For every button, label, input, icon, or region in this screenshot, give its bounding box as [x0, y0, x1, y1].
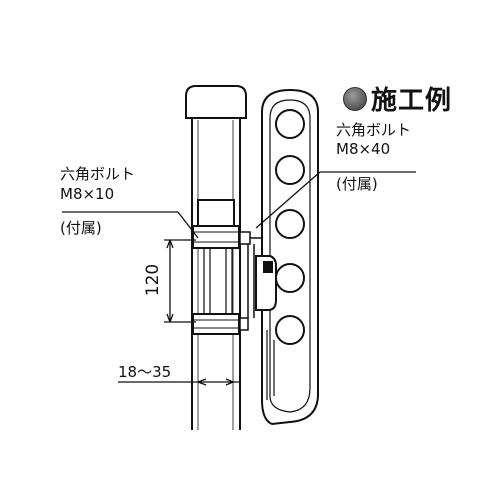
dimension-120-label: 120 — [143, 263, 163, 297]
dimension-range-label: 18～35 — [118, 363, 172, 381]
bracket-plate — [203, 244, 255, 318]
pole — [185, 85, 247, 430]
bolt-left-label-line1: 六角ボルト — [60, 165, 136, 183]
leader-bolt-top — [255, 171, 321, 229]
bolt-top-label-line1: 六角ボルト — [336, 121, 412, 139]
bolt-top-label-line3: (付属) — [336, 175, 378, 193]
clamp-lower — [192, 313, 249, 335]
dimension-120 — [164, 239, 196, 323]
dimension-18-35 — [118, 378, 240, 386]
title: 施工例 — [343, 80, 452, 117]
clamp-upper — [192, 199, 262, 249]
side-clip — [255, 255, 277, 311]
title-text: 施工例 — [371, 86, 453, 116]
bolt-left-label-line3: (付属) — [60, 219, 102, 237]
filled-circle-icon — [343, 86, 367, 111]
bolt-top-label-line2: M8×40 — [336, 140, 391, 158]
bolt-left-label-line2: M8×10 — [60, 185, 115, 203]
